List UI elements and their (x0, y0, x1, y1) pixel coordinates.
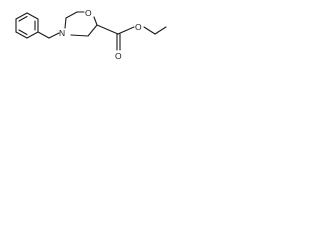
aryl-ch2-bond (37, 31, 50, 39)
ring-oxygen-label: O (85, 8, 92, 18)
ethyl-bond (154, 26, 167, 35)
ring-bond (64, 17, 67, 29)
benzene-double-bond (18, 15, 28, 22)
benzene-bond (26, 12, 39, 20)
ring-carbonyl-bond (96, 24, 119, 35)
carbonyl-oxygen-label: O (115, 51, 122, 61)
ester-o-ch2-bond (143, 26, 156, 35)
ring-bond (93, 16, 98, 26)
benzene-bond (15, 31, 28, 39)
morpholine-ring (64, 11, 98, 37)
ring-nitrogen-label: N (59, 28, 65, 38)
benzene-bond (15, 12, 28, 20)
ethyl-ester (96, 24, 167, 51)
ring-bond (87, 24, 98, 37)
ring-bond (65, 11, 78, 19)
benzene-bond (26, 31, 39, 39)
benzene-ring (15, 12, 39, 39)
benzyl-linker (37, 31, 60, 39)
ch2-n-bond (48, 32, 60, 39)
benzene-double-bond (18, 29, 28, 36)
ring-bond (70, 34, 89, 37)
ester-oxygen-label: O (135, 22, 142, 32)
carbonyl-ester-o-bond (117, 26, 135, 35)
chemical-structure: N O O O (15, 8, 167, 61)
structure-canvas: N O O O (0, 0, 172, 69)
